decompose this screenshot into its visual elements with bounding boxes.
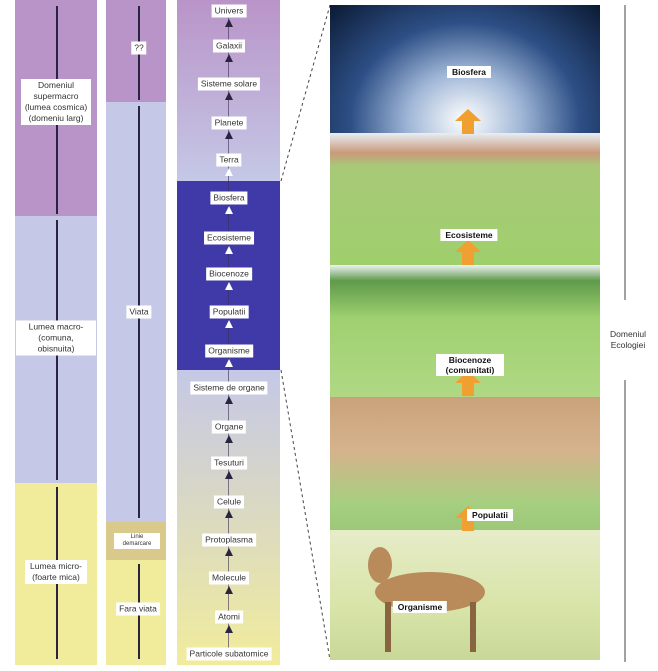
level-populatii: Populatii — [209, 305, 249, 319]
ecosystems-label: Ecosisteme — [440, 229, 498, 241]
biosphere-label: Biosfera — [446, 66, 492, 78]
up-arrow-icon — [225, 54, 233, 62]
nonlife-label: Fara viata — [116, 602, 160, 616]
up-arrow-icon — [225, 206, 233, 214]
level-celule: Celule — [213, 495, 245, 509]
up-arrow-icon — [225, 131, 233, 139]
up-arrow-icon — [225, 435, 233, 443]
up-arrow-icon — [225, 19, 233, 27]
level-ecosisteme: Ecosisteme — [204, 231, 254, 245]
up-arrow-icon — [225, 510, 233, 518]
level-biosfera: Biosfera — [210, 191, 248, 205]
level-galaxii: Galaxii — [213, 39, 245, 53]
level-sisteme-solare: Sisteme solare — [197, 77, 261, 91]
level-planete: Planete — [211, 116, 247, 130]
level-sisteme-de-organe: Sisteme de organe — [190, 381, 268, 395]
up-arrow-icon — [225, 548, 233, 556]
up-arrow-icon — [225, 168, 233, 176]
boundary-label: Linie demarcare — [114, 533, 160, 549]
macro-label: Lumea macro- (comuna, obisnuita) — [16, 320, 96, 356]
organisms-label: Organisme — [392, 601, 448, 613]
up-arrow-icon — [225, 625, 233, 633]
life-label: Viata — [126, 305, 152, 319]
up-arrow-icon — [225, 471, 233, 479]
level-organisme: Organisme — [205, 344, 253, 358]
level-molecule: Molecule — [208, 571, 250, 585]
level-univers: Univers — [211, 4, 247, 18]
unknown-label: ?? — [131, 41, 147, 55]
level-organe: Organe — [211, 420, 247, 434]
up-arrow-icon — [225, 320, 233, 328]
up-arrow-icon — [225, 586, 233, 594]
populations-label: Populatii — [467, 509, 513, 521]
supermacro-label: Domeniul supermacro (lumea cosmica) (dom… — [21, 79, 91, 125]
level-particole-subatomice: Particole subatomice — [186, 647, 272, 661]
level-terra: Terra — [216, 153, 242, 167]
up-arrow-icon — [225, 359, 233, 367]
biocenoses-label: Biocenoze (comunitati) — [436, 354, 504, 376]
level-tesuturi: Tesuturi — [211, 456, 247, 470]
level-biocenoze: Biocenoze — [206, 267, 252, 281]
up-arrow-icon — [225, 92, 233, 100]
up-arrow-icon — [225, 282, 233, 290]
level-atomi: Atomi — [215, 610, 243, 624]
up-arrow-icon — [225, 396, 233, 404]
up-arrow-icon — [225, 246, 233, 254]
level-protoplasma: Protoplasma — [202, 533, 256, 547]
pronghorn-image — [330, 530, 600, 660]
micro-label: Lumea micro- (foarte mica) — [25, 560, 87, 584]
ecology-domain-label: Domeniul Ecologiei — [603, 328, 653, 352]
